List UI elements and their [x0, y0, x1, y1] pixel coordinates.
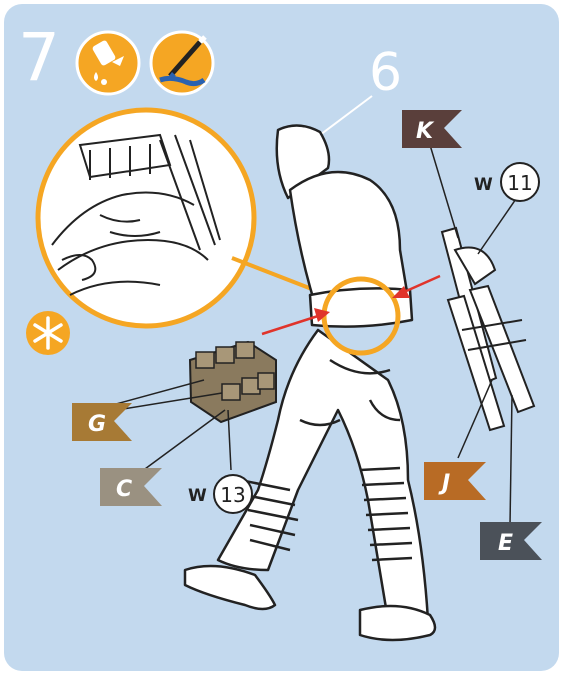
flag-k-letter: K: [416, 119, 435, 144]
flag-c-letter: C: [116, 477, 132, 502]
asterisk-icon: [26, 311, 70, 355]
paint-ref-w13-prefix: W: [188, 486, 207, 506]
part-number: 6: [369, 43, 402, 103]
paint-ref-w11-number: 11: [507, 171, 532, 195]
paintbrush-icon: [151, 32, 213, 94]
paint-ref-w13-number: 13: [220, 483, 245, 507]
flag-e-letter: E: [498, 531, 513, 556]
step-number: 7: [18, 19, 60, 96]
flag-g-letter: G: [88, 412, 106, 437]
paint-ref-w11-prefix: W: [474, 175, 493, 195]
glue-drop-icon: [77, 32, 139, 94]
